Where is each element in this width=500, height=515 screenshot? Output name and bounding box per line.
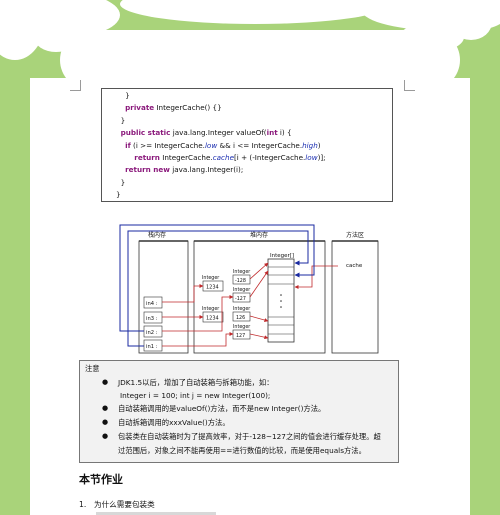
code-line: } [116, 189, 326, 201]
code-token: )]; [317, 152, 326, 162]
code-token: if [125, 140, 131, 150]
code-token: i) { [277, 128, 292, 138]
stack-title: 栈内存 [148, 231, 166, 239]
object-value: -128 [235, 278, 246, 284]
var-label-in4: in4 : [146, 301, 158, 307]
code-token: IntegerCache. [159, 152, 213, 162]
code-token [116, 153, 134, 162]
cut-off-text [96, 512, 216, 515]
section-heading: 本节作业 [79, 473, 123, 486]
object-value: 127 [236, 333, 245, 339]
code-token: public static [120, 128, 171, 138]
code-token: } [116, 91, 130, 100]
method-area-title: 方法区 [346, 231, 364, 239]
code-line: return new java.lang.Integer(i); [116, 164, 326, 176]
memory-diagram: 栈内存 堆内存 方法区 in4 : in3 : in2 : in1 : Inte… [119, 224, 379, 354]
bullet-icon: ● [102, 418, 109, 426]
code-token: return new [125, 165, 170, 175]
code-token: } [116, 177, 126, 187]
bullet-icon: ● [102, 378, 109, 386]
code-token [116, 165, 125, 174]
code-token: && i <= IntegerCache. [217, 140, 303, 150]
object-type-label: Integer [233, 287, 250, 293]
note-item: Integer i = 100; int j = new Integer(100… [120, 391, 271, 400]
code-line: return IntegerCache.cache[i + (-IntegerC… [116, 152, 326, 164]
object-value: 126 [236, 315, 245, 321]
code-line: if (i >= IntegerCache.low && i <= Intege… [116, 140, 326, 152]
code-token [116, 103, 125, 112]
heap-title: 堆内存 [250, 231, 268, 239]
var-cell-in4 [143, 296, 163, 309]
object-type-label: Integer [233, 324, 250, 330]
note-title: 注意 [85, 364, 100, 373]
code-line: } [116, 177, 326, 189]
code-token: low [305, 152, 318, 162]
code-token: ) [317, 140, 321, 150]
note-box: 注意 ● JDK1.5以后，增加了自动装箱与拆箱功能，如： Integer i … [79, 360, 399, 463]
var-label-in2: in2 : [146, 330, 158, 336]
code-token [116, 141, 125, 150]
object-box [232, 274, 251, 285]
code-token: (i >= IntegerCache. [130, 140, 205, 150]
object-value: 1234 [206, 316, 219, 322]
question-item: 1. 为什么需要包装类 [79, 499, 155, 510]
crop-mark [70, 80, 81, 91]
object-type-label: Integer [202, 275, 219, 281]
note-item: 包装类在自动装箱时为了提高效率，对于-128~127之间的值会进行缓存处理。超 [118, 432, 381, 441]
note-item: 自动拆箱调用的xxxValue()方法。 [118, 418, 230, 427]
note-item: 自动装箱调用的是valueOf()方法，而不是new Integer()方法。 [118, 404, 326, 413]
question-text: 为什么需要包装类 [94, 500, 155, 509]
code-token: [i + (-IntegerCache. [234, 152, 306, 162]
code-token: } [116, 190, 121, 200]
crop-mark [404, 80, 415, 91]
cache-label: cache [346, 263, 363, 269]
code-token: java.lang.Integer valueOf( [170, 128, 267, 138]
object-box [232, 311, 251, 322]
code-token: low [204, 140, 218, 150]
bullet-icon: ● [102, 404, 109, 412]
code-token: high [302, 140, 318, 150]
code-token: } [116, 115, 126, 125]
object-type-label: Integer [202, 306, 219, 312]
code-token: cache [212, 152, 234, 162]
code-line: } [116, 90, 326, 102]
code-token: private [125, 103, 155, 113]
var-label-in1: in1 : [146, 344, 158, 350]
code-line: } [116, 115, 326, 127]
var-cell-in3 [143, 311, 163, 324]
object-type-label: Integer [233, 306, 250, 312]
code-line: public static java.lang.Integer valueOf(… [116, 127, 326, 139]
code-token: java.lang.Integer(i); [169, 165, 244, 175]
code-token: return [134, 152, 160, 162]
note-item: JDK1.5以后，增加了自动装箱与拆箱功能，如： [118, 378, 274, 387]
note-item: 过范围后，对象之间不能再使用==进行数值的比较，而是使用equals方法。 [118, 446, 366, 455]
bullet-icon: ● [102, 432, 109, 440]
cache-array-label: Integer[] [270, 253, 294, 259]
code-line: private IntegerCache() {} [116, 102, 326, 114]
method-area-region [331, 240, 379, 354]
cloud-decoration [120, 0, 390, 24]
object-type-label: Integer [233, 269, 250, 275]
object-value: 1234 [206, 285, 219, 291]
code-block: } private IntegerCache() {} } public sta… [101, 88, 393, 202]
code-token: int [266, 128, 278, 138]
question-number: 1. [79, 500, 87, 509]
code-token: IntegerCache() {} [154, 103, 222, 113]
object-value: -127 [235, 296, 246, 302]
var-label-in3: in3 : [146, 316, 158, 322]
